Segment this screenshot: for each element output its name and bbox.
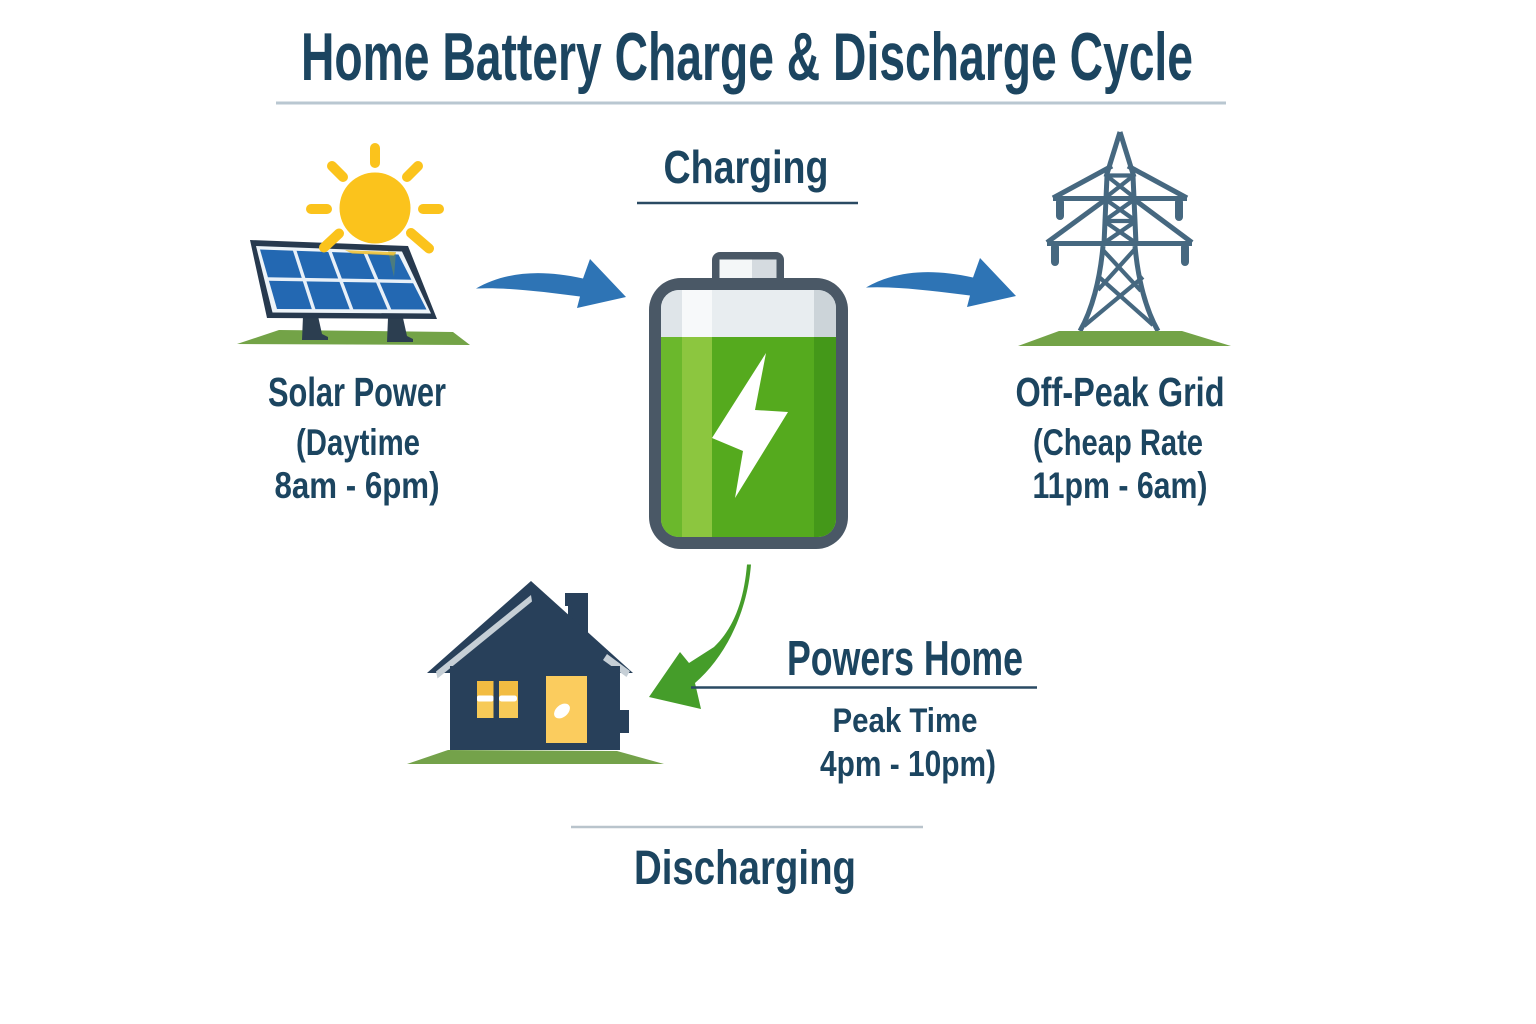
svg-text:(Daytime: (Daytime (296, 422, 420, 463)
svg-text:4pm - 10pm): 4pm - 10pm) (820, 743, 996, 784)
svg-text:Discharging: Discharging (634, 842, 856, 895)
svg-text:Powers Home: Powers Home (787, 632, 1023, 686)
svg-text:Peak Time: Peak Time (833, 702, 978, 740)
svg-text:(Cheap Rate: (Cheap Rate (1033, 422, 1203, 463)
svg-text:11pm - 6am): 11pm - 6am) (1033, 465, 1208, 506)
svg-text:Solar Power: Solar Power (268, 369, 446, 415)
svg-text:Charging: Charging (664, 141, 829, 193)
svg-text:8am - 6pm): 8am - 6pm) (275, 465, 440, 506)
svg-text:Home Battery Charge & Discharg: Home Battery Charge & Discharge Cycle (301, 19, 1193, 95)
svg-text:Off-Peak Grid: Off-Peak Grid (1016, 369, 1225, 415)
